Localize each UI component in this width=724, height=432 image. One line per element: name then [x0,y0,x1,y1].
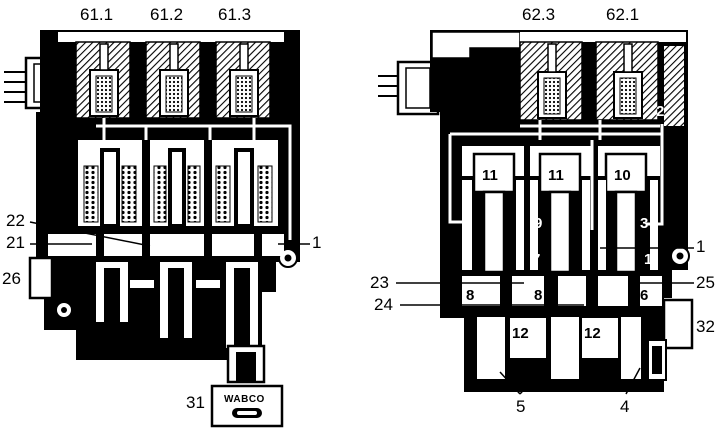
callout-1-left: 1 [312,233,321,252]
exhaust-plug-31: WABCO [210,344,284,428]
wabco-logo: WABCO [224,394,265,405]
label-61-2: 61.2 [150,5,183,24]
left-relay-pistons [78,140,278,228]
inner-label-3: 3 [640,215,648,232]
label-62-1: 62.1 [606,5,639,24]
inner-label-8a: 8 [466,287,474,304]
solenoid-61-1 [75,41,131,119]
left-leader-lines [29,221,310,247]
inner-label-6: 6 [640,287,648,304]
right-upper-pistons [462,146,660,274]
inner-label-11b: 11 [548,167,564,184]
inner-label-12a: 12 [512,325,529,342]
right-lower-valves [475,315,643,384]
right-port-32 [662,298,694,350]
label-61-3: 61.3 [218,5,251,24]
callout-22: 22 [6,211,25,230]
inner-label-9b: 9 [534,215,542,232]
inner-label-10: 10 [614,167,631,184]
callout-4: 4 [620,397,629,416]
right-leader-lines [396,247,694,395]
solenoid-61-3 [215,41,271,119]
inner-label-7b: 7 [532,251,540,268]
callout-26: 26 [2,269,21,288]
inner-label-9a: 9 [462,215,470,232]
left-port-26 [28,256,54,300]
inner-label-11a: 11 [482,167,498,184]
callout-21: 21 [6,233,25,252]
callout-31: 31 [186,393,205,412]
callout-1-right: 1 [696,237,705,256]
label-61-1: 61.1 [80,5,113,24]
inner-label-2: 2 [656,103,664,120]
callout-32: 32 [696,317,715,336]
inner-label-12b: 12 [584,325,601,342]
callout-24: 24 [374,295,393,314]
left-lower-valves [96,262,258,348]
callout-25: 25 [696,273,715,292]
right-electrical-connector [378,60,440,116]
solenoid-61-2 [145,41,201,119]
right-valve-unit: 62.3 62.1 2 11 11 10 9 9 3 7 7 1 8 8 6 1… [370,5,715,416]
callout-23: 23 [370,273,389,292]
inner-label-7a: 7 [462,251,470,268]
label-62-3: 62.3 [522,5,555,24]
solenoid-62-3 [519,41,583,121]
inner-label-8b: 8 [534,287,542,304]
solenoid-62-1 [595,41,659,121]
left-valve-unit: WABCO 61.1 61.2 61.3 22 21 26 1 31 [2,5,321,428]
callout-5: 5 [516,397,525,416]
left-air-passages [96,118,292,240]
inner-label-1: 1 [644,251,652,268]
